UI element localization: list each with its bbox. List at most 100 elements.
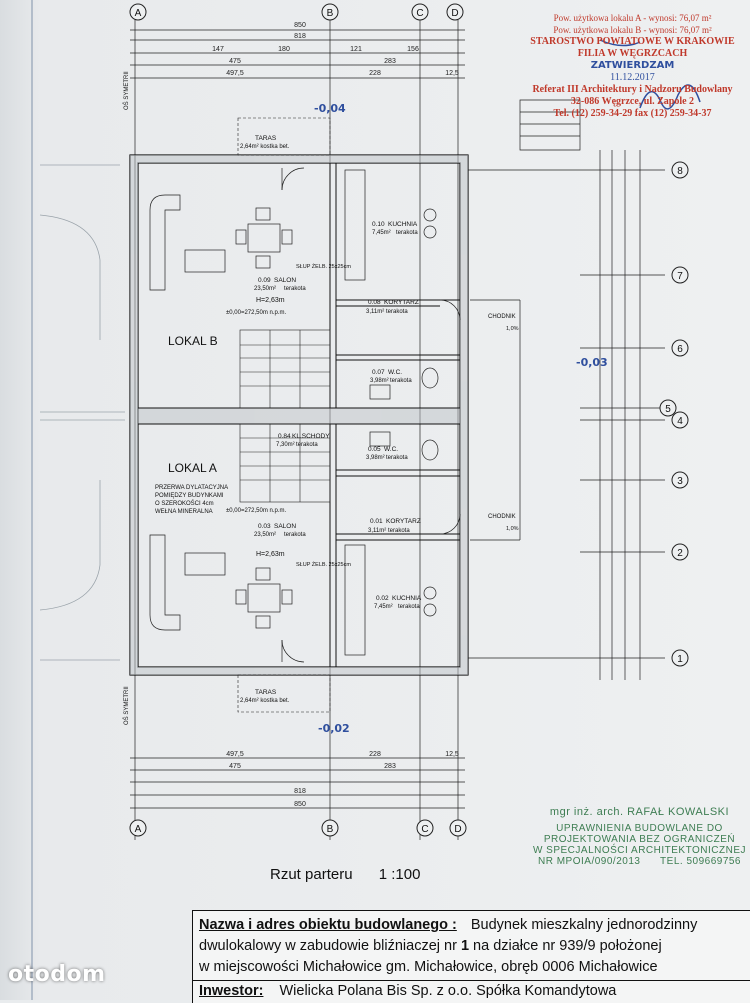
axis-label-top: B [327,8,334,19]
room-area: 23,50m² [254,532,276,538]
svg-text:12,5: 12,5 [445,751,459,758]
stamp-phone: Tel. (12) 259-34-29 fax (12) 259-34-37 [553,108,712,119]
walkway-label: CHODNIK [488,514,516,520]
top-dimension-texts: 850 818 147 180 121 156 475 228 283 497,… [212,22,459,77]
column-label: SŁUP ŻELB. 25x25cm [296,561,351,568]
height-label: H=2,63m [256,297,285,304]
room-code: 0.07 [372,369,385,376]
axis-label-right: 1 [677,654,683,665]
axis-label-right: 8 [677,166,683,177]
svg-text:180: 180 [278,46,290,53]
handwritten-level: -0,02 [318,722,350,735]
svg-text:475: 475 [229,763,241,770]
lokal-b-label: LOKAL B [168,334,218,348]
svg-text:497,5: 497,5 [226,70,244,77]
svg-text:156: 156 [407,46,419,53]
stamp-approved: ZATWIERDZAM [590,60,675,71]
room-area: 3,11m² [368,528,386,534]
object-label: Nazwa i adres obiektu budowlanego : [199,917,457,933]
room-code: 0.05 [368,446,381,453]
symmetry-axis-label: OŚ SYMETRII [122,71,130,110]
architect-registration: NR MPOIA/090/2013 [538,856,641,867]
axis-label-bottom: B [327,824,334,835]
room-floor: terakota [396,230,418,236]
architect-license-line: W SPECJALNOŚCI ARCHITEKTONICZNEJ [532,845,747,856]
axis-label-right: 2 [677,548,683,559]
taras-label: TARAS [255,689,277,696]
wall-fill [130,155,468,675]
svg-text:850: 850 [294,801,306,808]
stamp-area-b: Pow. użytkowa lokalu B - wynosi: 76,07 m… [553,25,712,35]
axis-markers-right [659,161,689,667]
room-code: 0.01 [370,518,383,525]
symmetry-axis-label: OŚ SYMETRII [122,686,130,725]
room-name: SALON [274,277,296,284]
room-floor: terakota [284,286,306,292]
official-stamp: Pow. użytkowa lokalu A - wynosi: 76,07 m… [520,12,745,120]
otodom-watermark-logo: otodom [8,962,106,987]
architect-name: mgr inż. arch. RAFAŁ KOWALSKI [549,806,730,818]
svg-text:12,5: 12,5 [445,70,459,77]
axis-label-bottom: A [135,824,142,835]
room-area: 23,50m² [254,286,276,292]
bottom-dimension-texts: 497,5 475 228 283 818 850 12,5 [226,751,459,808]
axis-labels-bottom: A B C D [135,824,462,835]
architect-license-line: PROJEKTOWANIA BEZ OGRANICZEŃ [543,834,736,845]
svg-text:283: 283 [384,763,396,770]
taras-label: TARAS [255,135,277,142]
object-text-line2a: dwulokalowy w zabudowie bliźniaczej nr [199,938,461,954]
top-dimension-lines [130,20,465,840]
height-label: H=2,63m [256,551,285,558]
room-floor: terakota [386,455,408,461]
room-name: KORYTARZ [386,518,421,525]
room-name: KL.SCHODY [292,433,330,440]
room-floor: terakota [398,604,420,610]
column-label: SŁUP ŻELB. 25x25cm [296,263,351,270]
axis-label-right: 6 [677,344,683,355]
note-line: POMIĘDZY BUDYNKAMI [155,493,224,499]
svg-text:121: 121 [350,46,362,53]
object-text-line2c: na działce nr 939/9 położonej [469,938,662,954]
level-label: ±0,00=272,50m n.p.m. [226,508,286,514]
axis-label-right: 5 [665,404,671,415]
room-area: 3,98m² [366,455,385,461]
room-name: KORYTARZ [384,299,419,306]
investor-label: Inwestor: [199,983,264,999]
note-line: O SZEROKOŚCI 4cm [155,499,214,507]
room-name: KUCHNIA [392,595,422,602]
axis-label-bottom: C [421,824,428,835]
svg-text:475: 475 [229,58,241,65]
note-line: PRZERWA DYLATACYJNA [155,485,228,491]
room-code: 0.03 [258,523,271,530]
room-floor: terakota [388,528,410,534]
handwritten-annotations: -0,04 -0,03 -0,02 [314,102,608,735]
drawing-scale: 1 :100 [378,866,421,883]
room-floor: terakota [386,309,408,315]
room-area: 3,98m² [370,378,389,384]
axis-labels-top: A B C D [135,8,459,19]
stamp-area-a: Pow. użytkowa lokalu A - wynosi: 76,07 m… [553,13,712,23]
axis-label-right: 7 [677,271,683,282]
furniture [149,167,461,663]
room-name: W.C. [388,369,402,376]
axis-markers-top [129,3,464,21]
object-text-line1: Budynek mieszkalny jednorodzinny [470,917,698,933]
stamp-address: 32-086 Węgrzce, ul. Zapole 2 [570,96,695,107]
slope-label: 1,0% [506,326,519,332]
room-area: 7,45m² [374,604,393,610]
room-code: 0.09 [258,277,271,284]
architect-stamp: mgr inż. arch. RAFAŁ KOWALSKI UPRAWNIENI… [532,806,747,867]
svg-text:850: 850 [294,22,306,29]
investor-text: Wielicka Polana Bis Sp. z o.o. Spółka Ko… [279,983,617,999]
room-area: 3,11m² [366,309,384,315]
lokal-a-label: LOKAL A [168,461,217,475]
terraces [237,117,331,713]
note-line: WEŁNA MINERALNA [155,509,213,515]
svg-text:147: 147 [212,46,224,53]
room-name: W.C. [384,446,398,453]
stamp-date: 11.12.2017 [610,72,655,83]
room-code: 0.10 [372,221,385,228]
room-code: 0.02 [376,595,389,602]
drawing-title-text: Rzut parteru [270,866,353,883]
room-name: SALON [274,523,296,530]
